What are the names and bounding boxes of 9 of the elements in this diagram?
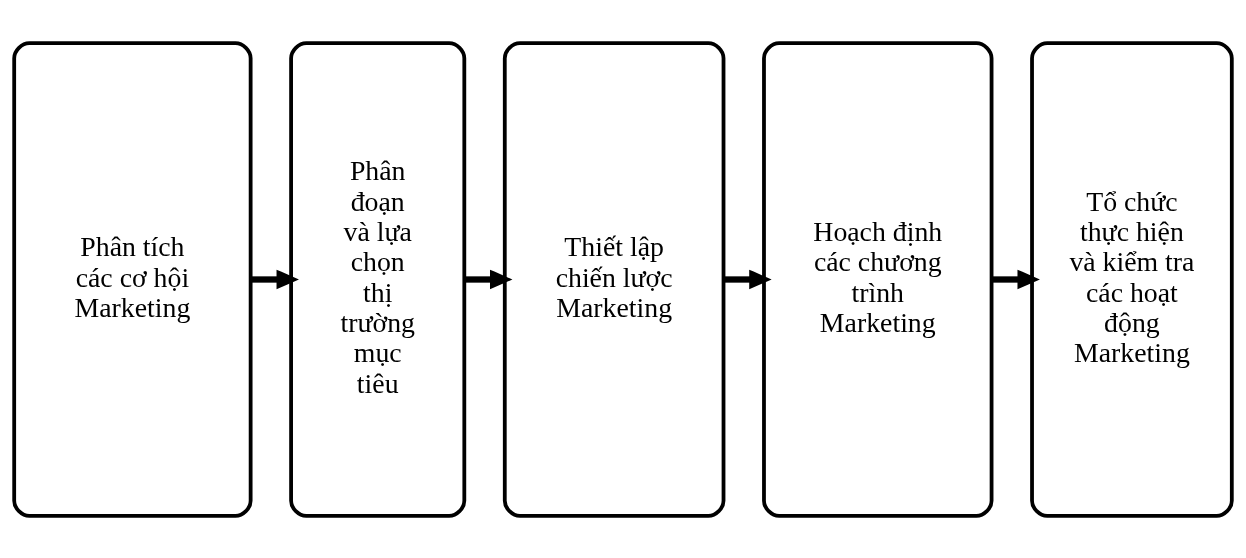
arrow: [723, 269, 772, 289]
arrow: [464, 269, 513, 289]
node-box: Thiết lập chiến lược Marketing: [502, 40, 726, 518]
node-box: Phân đoạn và lựa chọn thị trường mục tiêu: [289, 40, 467, 518]
node-box: Hoạch định các chương trình Marketing: [762, 40, 994, 518]
arrow: [250, 269, 299, 289]
node-box: Tổ chức thực hiện và kiểm tra các hoạt động Marketing: [1030, 40, 1234, 518]
arrow: [991, 269, 1040, 289]
node-box: Phân tích các cơ hội Marketing: [12, 40, 253, 518]
